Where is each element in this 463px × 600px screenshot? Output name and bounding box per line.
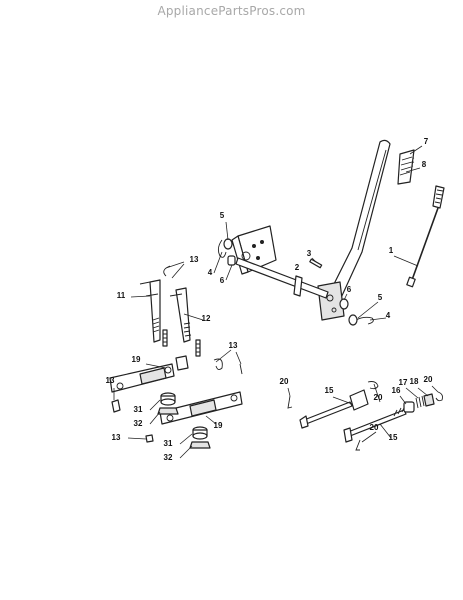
callout-label: 13 — [106, 376, 115, 385]
cotter-pin-20-lower — [355, 439, 361, 451]
callout-label: 1 — [389, 246, 394, 255]
callout-label: 13 — [112, 433, 121, 442]
lift-rod-15-upper — [299, 389, 369, 429]
cotter-pin-20-right — [435, 391, 443, 402]
leader-lines — [113, 145, 439, 459]
callout-label: 31 — [134, 405, 143, 414]
callout-label: 12 — [202, 314, 211, 323]
callout-label: 13 — [190, 255, 199, 264]
hairpin-clip-13-right — [213, 358, 243, 375]
washer-5-right — [348, 314, 358, 326]
callout-label: 11 — [117, 291, 126, 300]
callout-label: 15 — [389, 433, 398, 442]
callout-label: 19 — [132, 355, 141, 364]
callout-label: 31 — [164, 439, 173, 448]
lift-rod-15-lower — [343, 403, 410, 443]
nut-18 — [423, 393, 435, 407]
callout-label: 3 — [307, 249, 312, 258]
hairpin-clip-13-left — [111, 399, 121, 413]
callout-label: 32 — [164, 453, 173, 462]
cotter-pin-20-left — [287, 395, 293, 409]
callout-label: 6 — [347, 285, 352, 294]
callout-label: 19 — [214, 421, 223, 430]
callout-label: 8 — [422, 160, 427, 169]
callout-label: 16 — [392, 386, 401, 395]
bushing-6-top — [227, 255, 236, 266]
nut-32-upper — [157, 407, 179, 415]
watermark-text: AppliancePartsPros.com — [157, 4, 306, 18]
callout-label: 15 — [325, 386, 334, 395]
cotter-pin-4-right — [355, 316, 374, 325]
washer-5-top — [223, 238, 233, 250]
callout-label: 17 — [399, 378, 408, 387]
callout-label: 4 — [386, 311, 391, 320]
callout-label: 18 — [410, 377, 419, 386]
bushing-6-right — [339, 298, 349, 310]
lift-arm-19-lower — [159, 391, 243, 425]
lift-shaft — [235, 257, 329, 299]
callout-label: 20 — [424, 375, 433, 384]
callout-label: 5 — [378, 293, 383, 302]
spacer-31-lower — [192, 426, 208, 440]
lift-arm-19-upper — [109, 355, 189, 393]
callout-label: 7 — [424, 137, 429, 146]
adjustment-rod — [406, 185, 445, 288]
spacer-31-upper — [160, 392, 176, 406]
trunnion-16 — [403, 401, 415, 413]
callout-label: 20 — [374, 393, 383, 402]
callout-label: 4 — [208, 268, 213, 277]
cotter-pin-4-top — [217, 239, 227, 258]
nut-32-lower — [189, 441, 211, 449]
callout-label: 6 — [220, 276, 225, 285]
hairpin-clip-13-bottom — [145, 434, 154, 443]
hairpin-clip-13-upper — [163, 265, 171, 277]
callout-label: 13 — [229, 341, 238, 350]
handle-grip-spring — [397, 149, 415, 185]
callout-label: 2 — [295, 263, 300, 272]
callout-label: 20 — [280, 377, 289, 386]
spring-17 — [415, 395, 425, 409]
lift-link-12 — [169, 287, 201, 357]
cotter-pin-20-upper — [367, 381, 379, 390]
callout-label: 20 — [370, 423, 379, 432]
callout-label: 32 — [134, 419, 143, 428]
clevis-pin-3 — [309, 258, 323, 269]
lift-link-11 — [139, 279, 168, 347]
callout-label: 5 — [220, 211, 225, 220]
